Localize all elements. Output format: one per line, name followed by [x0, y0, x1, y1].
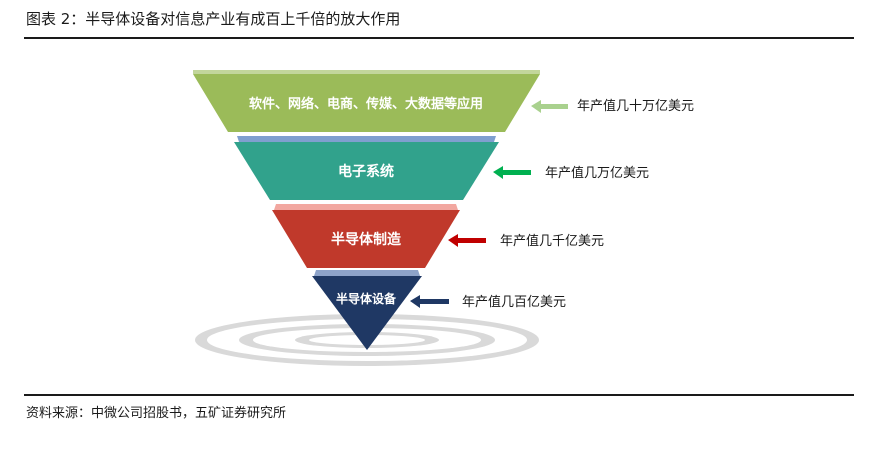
arrow-electronic-systems	[493, 166, 531, 179]
layer-4-body	[312, 276, 422, 350]
layer-1-value: 年产值几十万亿美元	[577, 98, 694, 114]
arrow-left-icon	[410, 295, 449, 308]
layer-2-label: 电子系统	[338, 163, 394, 180]
arrow-left-icon	[448, 234, 486, 247]
layer-2-value: 年产值几万亿美元	[545, 165, 649, 181]
layer-4-top-face	[314, 270, 420, 276]
arrow-semiconductor-manufacturing	[448, 234, 486, 247]
layer-2-top-face	[237, 136, 496, 142]
layer-1-label: 软件、网络、电商、传媒、大数据等应用	[249, 96, 483, 112]
funnel-layer-applications: 软件、网络、电商、传媒、大数据等应用	[193, 70, 540, 132]
figure-title: 图表 2：半导体设备对信息产业有成百上千倍的放大作用	[26, 10, 401, 28]
top-rule	[24, 37, 854, 39]
layer-3-value: 年产值几千亿美元	[500, 233, 604, 249]
funnel-layer-semiconductor-equipment: 半导体设备	[312, 270, 422, 350]
arrow-left-icon	[493, 166, 531, 179]
layer-3-top-face	[274, 204, 458, 210]
layer-1-top-face	[193, 70, 540, 74]
layer-4-value: 年产值几百亿美元	[462, 294, 566, 310]
arrow-semiconductor-equipment	[410, 295, 449, 308]
layer-3-label: 半导体制造	[331, 231, 401, 248]
source-note: 资料来源：中微公司招股书，五矿证券研究所	[26, 406, 287, 421]
arrow-left-icon	[531, 100, 568, 113]
layer-1-body	[193, 74, 540, 132]
bottom-rule	[24, 394, 854, 396]
layer-3-body	[272, 210, 460, 268]
funnel-layer-semiconductor-manufacturing: 半导体制造	[272, 204, 460, 268]
arrow-applications	[531, 100, 568, 113]
layer-4-label: 半导体设备	[336, 291, 397, 306]
layer-2-body	[234, 142, 499, 200]
funnel-layer-electronic-systems: 电子系统	[234, 136, 499, 200]
